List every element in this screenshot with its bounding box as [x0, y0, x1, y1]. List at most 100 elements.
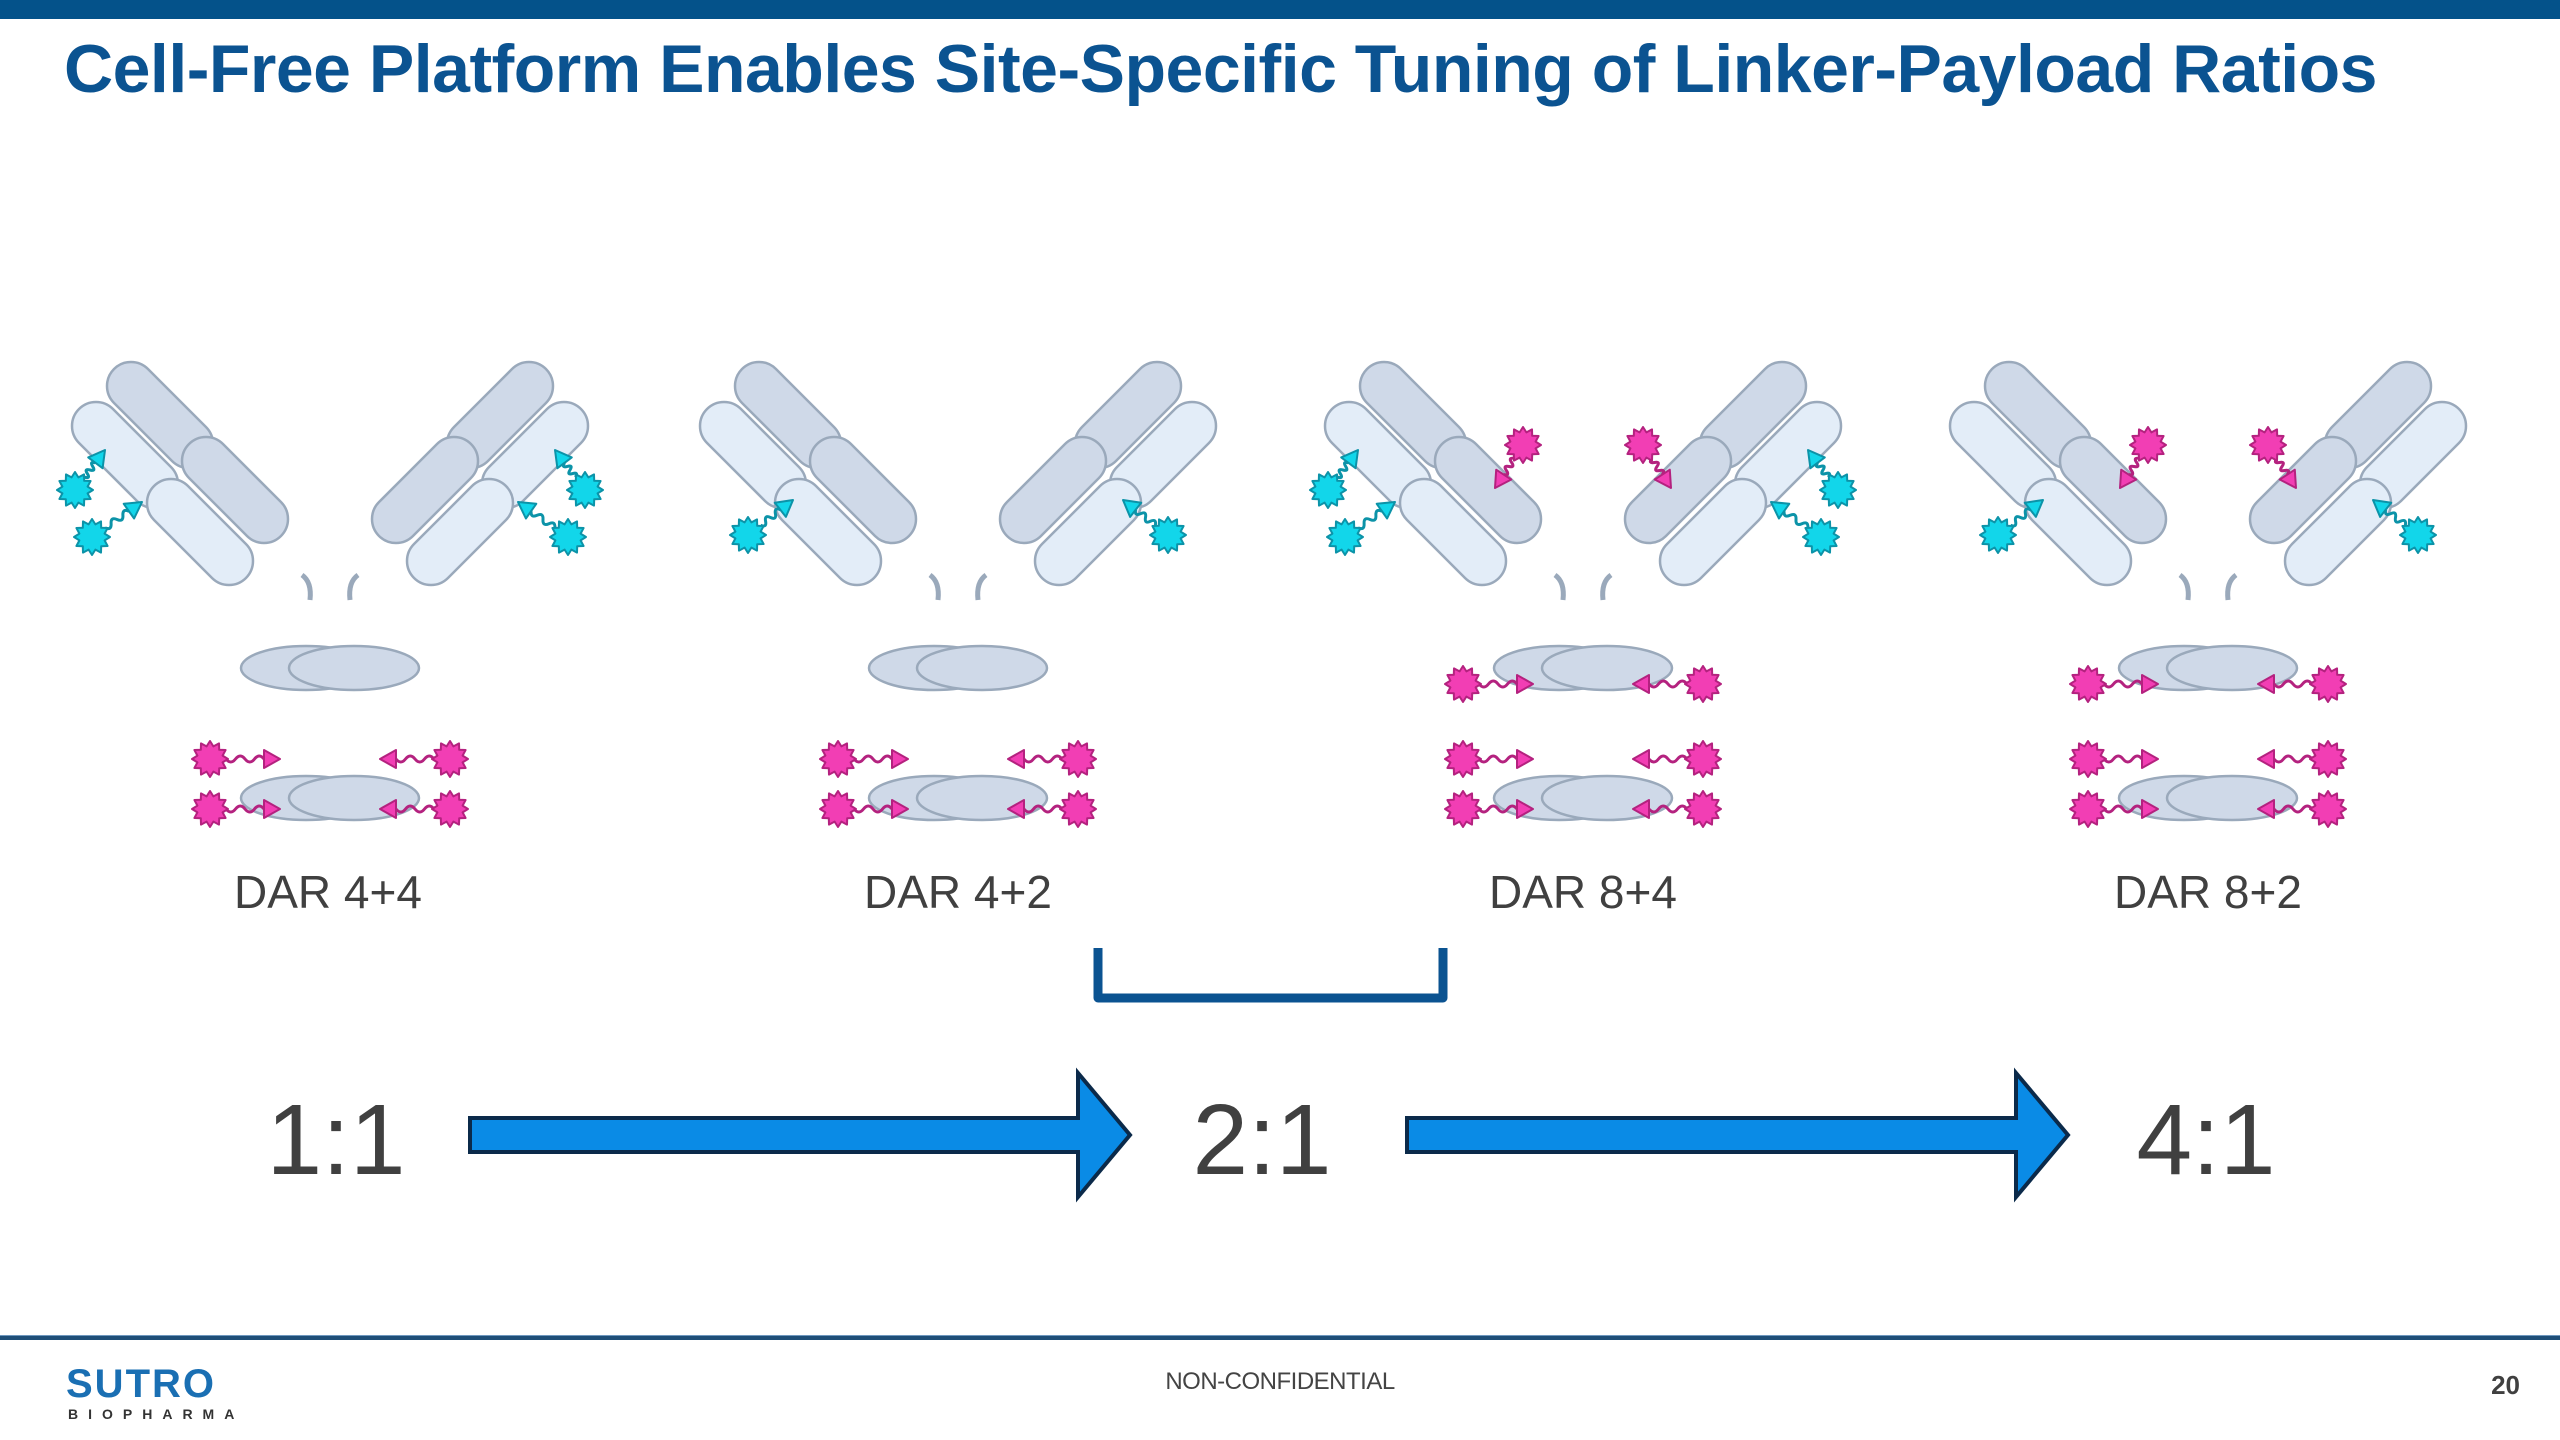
linker-arrowhead	[554, 449, 573, 470]
heavy-chain-ch2	[1540, 644, 1674, 692]
payload-linker	[1007, 790, 1097, 828]
linker-line	[1647, 679, 1689, 689]
linker-line	[1477, 754, 1519, 764]
payload-linker	[2257, 790, 2347, 828]
linker-arrowhead	[263, 799, 281, 819]
payload-linker	[1624, 426, 1672, 489]
payload-linker	[379, 740, 469, 778]
linker-line	[104, 508, 130, 531]
payload-star-icon	[2129, 426, 2167, 464]
payload-star-icon	[2309, 740, 2347, 778]
linker-arrowhead	[1516, 749, 1534, 769]
payload-star-icon	[1444, 790, 1482, 828]
payload-star-icon	[819, 790, 857, 828]
linker-arrowhead	[1770, 501, 1791, 520]
payload-linker	[379, 790, 469, 828]
linker-line	[1782, 511, 1810, 528]
payload-linker	[1326, 501, 1396, 556]
payload-star-icon	[1444, 665, 1482, 703]
linker-arrowhead	[122, 501, 143, 520]
payload-linker	[1632, 790, 1722, 828]
payload-star-icon	[549, 518, 587, 556]
header-bar	[0, 0, 2560, 19]
light-chain-cl	[2283, 477, 2393, 587]
payload-linker	[2069, 790, 2159, 828]
ratio-label: 1:1	[266, 1084, 406, 1196]
heavy-chain-ch1	[2058, 435, 2168, 545]
payload-linker	[1632, 665, 1722, 703]
linker-arrowhead	[891, 749, 909, 769]
linker-line	[394, 754, 436, 764]
linker-line	[224, 754, 266, 764]
payload-linker	[1632, 740, 1722, 778]
linker-arrowhead	[1632, 674, 1650, 694]
heavy-chain-ch3	[915, 774, 1049, 822]
hinge	[2225, 572, 2238, 601]
heavy-chain-ch1	[180, 435, 290, 545]
payload-star-icon	[431, 790, 469, 828]
payload-linker	[517, 501, 587, 556]
payload-linker	[2257, 740, 2347, 778]
linker-arrowhead	[1007, 799, 1025, 819]
linker-line	[1503, 456, 1515, 477]
light-chain-cl	[773, 477, 883, 587]
footer-divider	[0, 1335, 2560, 1340]
payload-linker	[1494, 426, 1542, 489]
linker-line	[760, 507, 782, 528]
antibody-1	[56, 360, 604, 828]
heavy-chain-ch2	[287, 644, 421, 692]
payload-linker	[56, 449, 106, 509]
logo-wordmark: SUTRO	[66, 1362, 216, 1406]
linker-arrowhead	[891, 799, 909, 819]
payload-star-icon	[2309, 665, 2347, 703]
payload-star-icon	[2069, 740, 2107, 778]
payload-linker	[2069, 665, 2159, 703]
payload-linker	[1309, 449, 1359, 509]
linker-arrowhead	[2141, 674, 2159, 694]
hinge	[300, 572, 313, 601]
linker-line	[1814, 462, 1832, 478]
payload-linker	[191, 790, 281, 828]
linker-line	[1357, 508, 1383, 531]
payload-linker	[1444, 740, 1534, 778]
light-chain-cl	[1398, 477, 1508, 587]
linker-arrowhead	[2257, 749, 2275, 769]
hinge	[975, 572, 988, 601]
right-arrow-icon	[1405, 1067, 2071, 1203]
hinge	[347, 572, 360, 601]
heavy-chain-ch3	[2165, 774, 2299, 822]
heavy-chain-ch3	[287, 774, 421, 822]
grouping-bracket	[1093, 948, 1448, 1003]
payload-linker	[191, 740, 281, 778]
payload-linker	[2069, 740, 2159, 778]
linker-arrowhead	[2257, 799, 2275, 819]
linker-line	[2272, 804, 2314, 814]
linker-arrowhead	[1340, 449, 1359, 470]
payload-star-icon	[566, 471, 604, 509]
payload-star-icon	[1309, 471, 1347, 509]
linker-arrowhead	[517, 501, 538, 520]
linker-arrowhead	[379, 749, 397, 769]
linker-arrowhead	[379, 799, 397, 819]
payload-linker	[2119, 426, 2167, 489]
hinge	[1600, 572, 1613, 601]
antibody-diagram	[56, 360, 2468, 1203]
linker-arrowhead	[1494, 468, 1513, 489]
payload-star-icon	[1684, 740, 1722, 778]
payload-star-icon	[1802, 518, 1840, 556]
heavy-chain-ch1	[1433, 435, 1543, 545]
linker-line	[1647, 804, 1689, 814]
heavy-chain-ch1	[370, 435, 480, 545]
linker-line	[852, 804, 894, 814]
hinge	[928, 572, 941, 601]
linker-arrowhead	[1516, 799, 1534, 819]
payload-star-icon	[1149, 516, 1187, 554]
linker-arrowhead	[1516, 674, 1534, 694]
linker-arrowhead	[2141, 799, 2159, 819]
linker-line	[2272, 679, 2314, 689]
payload-star-icon	[819, 740, 857, 778]
payload-star-icon	[191, 740, 229, 778]
payload-linker	[1770, 501, 1840, 556]
payload-linker	[1979, 499, 2044, 554]
linker-line	[1647, 754, 1689, 764]
